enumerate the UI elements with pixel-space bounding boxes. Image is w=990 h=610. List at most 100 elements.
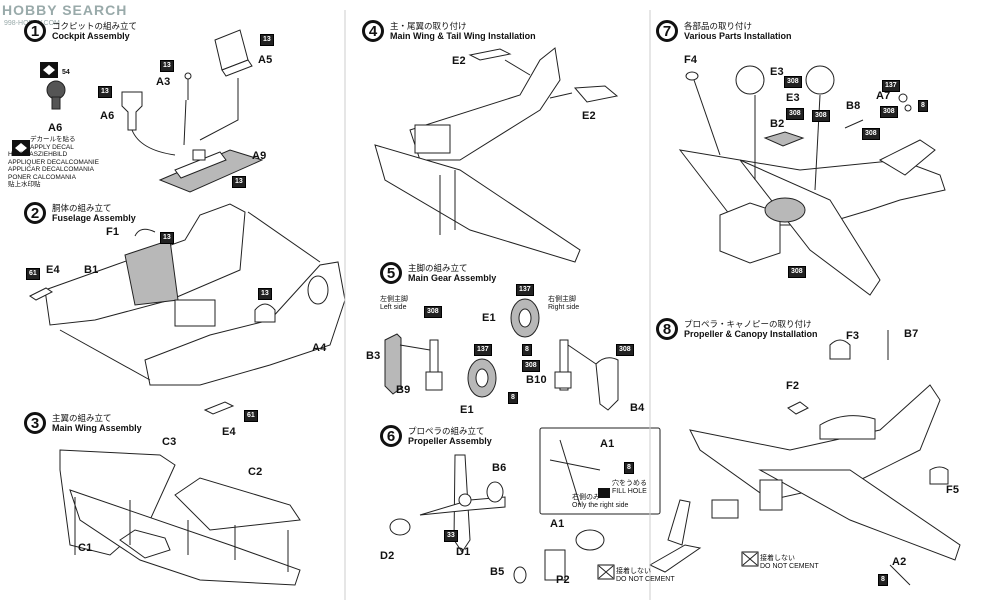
part-label-d2: D2 xyxy=(380,550,395,562)
decal-note-line: APPLIQUER DECALCOMANIE xyxy=(8,158,100,166)
part-label-a5: A5 xyxy=(258,54,273,66)
part-label-b10: B10 xyxy=(526,374,547,386)
paint-code: 8 xyxy=(624,462,634,474)
step-title-en: Fuselage Assembly xyxy=(52,213,136,223)
step-title-jp: プロペラ・キャノピーの取り付け xyxy=(684,319,812,329)
part-label-f1: F1 xyxy=(106,226,120,238)
decal-note-line: APPLY DECAL xyxy=(30,143,74,151)
part-label-e3: E3 xyxy=(786,92,800,104)
watermark: HOBBY SEARCH xyxy=(2,2,128,18)
part-label-b6: B6 xyxy=(492,462,507,474)
part-label-f5: F5 xyxy=(946,484,960,496)
step-title-en: Main Wing Assembly xyxy=(52,423,142,433)
part-label-b7: B7 xyxy=(904,328,919,340)
paint-code: 8 xyxy=(918,100,928,112)
paint-code: 308 xyxy=(784,76,802,88)
part-label-a7: A7 xyxy=(876,90,891,102)
part-label-e4: E4 xyxy=(222,426,236,438)
part-label-a4: A4 xyxy=(312,342,327,354)
step-number: 7 xyxy=(656,20,678,42)
paint-code: 8 xyxy=(508,392,518,404)
propeller-canopy-drawing xyxy=(648,330,961,586)
decal-note-line: 贴上水印贴 xyxy=(8,181,41,188)
paint-code: 8 xyxy=(878,574,888,586)
paint-code: 8 xyxy=(522,344,532,356)
paint-code: 137 xyxy=(474,344,492,356)
step-title-jp: 各部品の取り付け xyxy=(684,21,753,31)
part-label-c1: C1 xyxy=(78,542,93,554)
paint-code: 33 xyxy=(444,530,458,542)
decal-note-line: PONER CALCOMANIA xyxy=(8,173,76,181)
paint-code: 137 xyxy=(516,284,534,296)
paint-code: 13 xyxy=(160,60,174,72)
step-title-jp: 主脚の組み立て xyxy=(408,263,468,273)
part-label-f4: F4 xyxy=(684,54,698,66)
part-label-b8: B8 xyxy=(846,100,861,112)
decal-note-line: APPLICAR DECALCOMANIA xyxy=(8,166,94,173)
propeller-drawing xyxy=(389,427,661,584)
paint-code: 13 xyxy=(232,176,246,188)
main-gear-drawing xyxy=(384,298,619,411)
part-label-b3: B3 xyxy=(366,350,381,362)
part-label-a1: A1 xyxy=(550,518,565,530)
part-label-a6: A6 xyxy=(100,110,115,122)
part-label-a1: A1 xyxy=(600,438,615,450)
part-label-a6: A6 xyxy=(48,122,63,134)
part-label-f2: F2 xyxy=(786,380,800,392)
part-label-c3: C3 xyxy=(162,436,177,448)
part-label-e1: E1 xyxy=(482,312,496,324)
decal-note-line: デカールを貼る xyxy=(30,136,76,143)
paint-code: 13 xyxy=(258,288,272,300)
part-label-b9: B9 xyxy=(396,384,411,396)
step-title-jp: 胴体の組み立て xyxy=(52,203,112,213)
main-wing-drawing xyxy=(59,449,301,586)
paint-code: 308 xyxy=(522,360,540,372)
paint-code: 308 xyxy=(812,110,830,122)
wing-tail-drawing xyxy=(374,47,619,263)
part-label-e2: E2 xyxy=(582,110,596,122)
part-label-a9: A9 xyxy=(252,150,267,162)
paint-code: 308 xyxy=(880,106,898,118)
fuselage-drawing xyxy=(29,203,346,415)
part-label-c2: C2 xyxy=(248,466,263,478)
part-label-d1: D1 xyxy=(456,546,471,558)
step-number: 5 xyxy=(380,262,402,284)
part-label-a3: A3 xyxy=(156,76,171,88)
cockpit-drawing xyxy=(12,29,264,193)
part-label-e3: E3 xyxy=(770,66,784,78)
step-title-en: Various Parts Installation xyxy=(684,31,792,41)
step-number: 4 xyxy=(362,20,384,42)
part-label-f3: F3 xyxy=(846,330,860,342)
paint-code: 54 xyxy=(60,68,72,78)
step-number: 1 xyxy=(24,20,46,42)
part-label-b5: B5 xyxy=(490,566,505,578)
step-title-en: Propeller Assembly xyxy=(408,436,492,446)
part-label-e4: E4 xyxy=(46,264,60,276)
step-title-jp: プロペラの組み立て xyxy=(408,426,485,436)
paint-code: 308 xyxy=(616,344,634,356)
paint-code: 13 xyxy=(160,232,174,244)
part-label-e2: E2 xyxy=(452,55,466,67)
part-label-e1: E1 xyxy=(460,404,474,416)
paint-code: 61 xyxy=(26,268,40,280)
step-title-en: Propeller & Canopy Installation xyxy=(684,329,818,339)
various-parts-drawing xyxy=(678,65,946,296)
step-title-en: Main Wing & Tail Wing Installation xyxy=(390,31,536,41)
step-title-jp: コクピットの組み立て xyxy=(52,21,138,31)
step-title-jp: 主・尾翼の取り付け xyxy=(390,21,467,31)
part-label-b4: B4 xyxy=(630,402,645,414)
paint-code: 308 xyxy=(424,306,442,318)
